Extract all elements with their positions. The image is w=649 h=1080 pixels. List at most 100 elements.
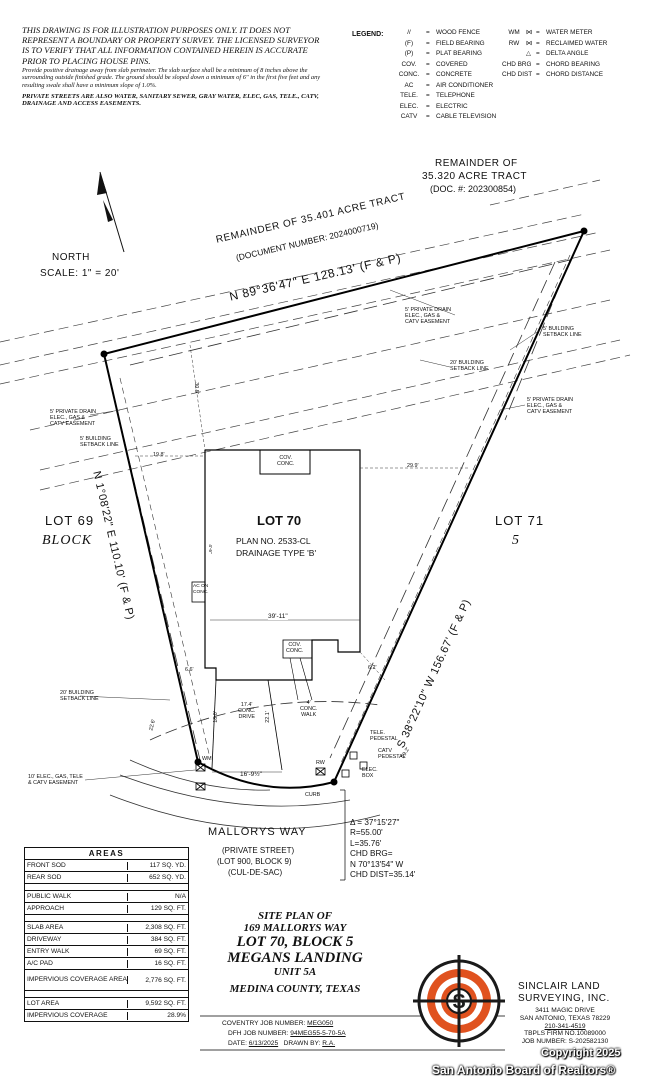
title-line-4: MEGANS LANDING	[227, 950, 363, 966]
table-gap	[25, 991, 188, 998]
title-block: SITE PLAN OF 169 MALLORYS WAY LOT 70, BL…	[200, 910, 390, 996]
scale-label: SCALE: 1" = 20'	[40, 268, 120, 279]
lot-71-label: LOT 71	[495, 513, 545, 528]
dim-18-0: 18.0'	[212, 711, 219, 723]
lot-70-label: LOT 70	[257, 513, 302, 528]
legend-right: WM⋈=WATER METER RW⋈=RECLAIMED WATER △=DE…	[502, 28, 607, 81]
dim-16-9: 16'-9½"	[240, 771, 262, 778]
cov-conc-front: COV.CONC.	[286, 642, 304, 654]
watermark-copyright: Copyright 2025	[541, 1047, 621, 1059]
logo-letter: S	[452, 991, 465, 1013]
dfh-job: DFH JOB NUMBER: 94MEG55-5-70-5A	[228, 1030, 346, 1037]
dim-6-6: 6.6'	[185, 667, 194, 673]
title-line-2: 169 MALLORYS WAY	[243, 922, 347, 934]
street-cul: (CUL-DE-SAC)	[228, 868, 283, 877]
wm-label: WM	[202, 756, 212, 762]
curve-radius: R=55.00'	[350, 828, 383, 838]
legend-item: RW⋈=RECLAIMED WATER	[502, 39, 608, 50]
remainder-doc: (DOC. #: 202300854)	[430, 184, 517, 194]
disclaimer-text: THIS DRAWING IS FOR ILLUSTRATION PURPOSE…	[22, 25, 320, 66]
drainage-note: Provide positive drainage away from slab…	[22, 66, 321, 89]
electric-easement-left: 10' ELEC., GAS, TELE& CATV EASEMENT	[28, 774, 83, 786]
table-gap	[25, 884, 188, 891]
curve-chord-distance: CHD DIST=35.14'	[350, 870, 416, 880]
drive-note: 17.4'CONC.DRIVE	[238, 702, 256, 720]
walk-note: 4'CONC.WALK	[300, 700, 318, 718]
plan-number: PLAN NO. 2533-CL	[236, 536, 311, 546]
curve-chord-label: CHD BRG=	[350, 849, 393, 859]
reclaimed-water-icon	[315, 767, 326, 776]
legend-item: CONC.=CONCRETE	[398, 71, 472, 78]
curve-data: Δ = 37°15'27" R=55.00' L=35.76' CHD BRG=…	[350, 818, 416, 880]
block-label: BLOCK	[42, 533, 93, 548]
street-type: (PRIVATE STREET)	[222, 846, 295, 855]
title-line-1: SITE PLAN OF	[258, 910, 332, 922]
company-logo-icon: S	[413, 955, 505, 1047]
tele-pedestal: TELE.PEDESTAL	[370, 730, 398, 742]
north-label: NORTH	[52, 252, 90, 263]
remainder-label: REMAINDER OF	[435, 158, 518, 169]
legend-item: TELE.=TELEPHONE	[400, 92, 475, 99]
dim-39-11: 39'-11"	[268, 613, 288, 620]
private-streets-note: PRIVATE STREETS ARE ALSO WATER, SANITARY…	[22, 92, 319, 108]
curve-length: L=35.76'	[350, 838, 382, 848]
curve-delta: Δ = 37°15'27"	[350, 818, 400, 827]
legend-item: //=WOOD FENCE	[407, 29, 481, 36]
legend-item: AC=AIR CONDITIONER	[404, 81, 494, 89]
legend-item: △=DELTA ANGLE	[502, 49, 607, 60]
elec-box: ELEC.BOX	[362, 767, 378, 779]
meter-icon: ⋈	[526, 29, 533, 36]
company-name: SINCLAIR LAND SURVEYING, INC.	[518, 981, 610, 1004]
lot-69-label: LOT 69	[45, 513, 95, 528]
curb-label: CURB	[305, 792, 321, 798]
cov-conc-top: COV.CONC.	[277, 455, 295, 467]
drainage-type: DRAINAGE TYPE 'B'	[236, 548, 317, 558]
disclaimer-block: THIS DRAWING IS FOR ILLUSTRATION PURPOSE…	[22, 25, 322, 108]
curve-chord-bearing: N 70°13'54" W	[350, 859, 404, 869]
areas-title: AREAS	[25, 848, 188, 860]
legend-title: LEGEND:	[352, 31, 384, 38]
north-arrow-icon	[97, 171, 125, 253]
company-address: 3411 MAGIC DRIVE SAN ANTONIO, TEXAS 7822…	[519, 1007, 611, 1046]
date-drawn: DATE: 6/13/2025 DRAWN BY: R.A.	[228, 1040, 336, 1047]
street-name: MALLORYS WAY	[208, 826, 307, 838]
legend-item: WM⋈=WATER METER	[502, 28, 607, 39]
legend-item: (F)=FIELD BEARING	[404, 39, 485, 47]
title-line-5: UNIT 5A	[273, 966, 317, 978]
street-lot: (LOT 900, BLOCK 9)	[217, 857, 292, 866]
legend-item: CATV=CABLE TELEVISION	[400, 113, 497, 120]
legend-item: COV.=COVERED	[401, 60, 468, 68]
dim-22-1: 22.1'	[264, 711, 271, 723]
legend-item: CHD BRG=CHORD BEARING	[502, 60, 600, 68]
delta-icon: △	[526, 50, 531, 57]
meter-icon: ⋈	[526, 39, 533, 47]
title-line-6: MEDINA COUNTY, TEXAS	[229, 983, 361, 995]
block-number: 5	[512, 533, 520, 548]
dim-6-2: 6.2'	[368, 665, 377, 671]
legend-left: //=WOOD FENCE (F)=FIELD BEARING (P)=PLAT…	[392, 28, 497, 123]
dim-4-6: 4'-6"	[206, 544, 212, 554]
dim-29-9: 29.9'	[407, 463, 419, 469]
table-gap	[25, 915, 188, 922]
